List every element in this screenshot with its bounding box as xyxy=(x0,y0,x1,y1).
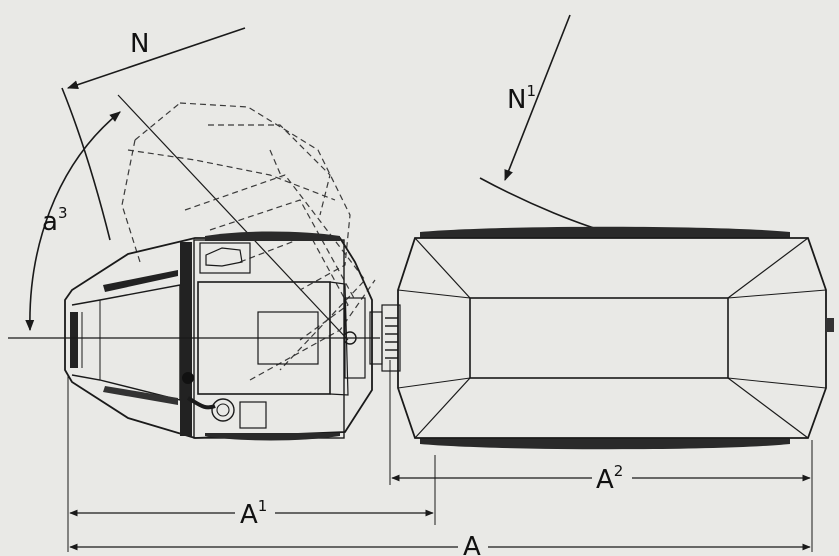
label-a2: A2 xyxy=(596,462,623,495)
label-a1: A1 xyxy=(240,497,267,530)
articulated-front-dashed xyxy=(121,102,376,381)
steering-angle-arc xyxy=(25,94,349,341)
dimension-extension-lines xyxy=(67,360,813,552)
label-a: A xyxy=(463,532,481,556)
front-unit xyxy=(64,231,373,441)
label-n: N xyxy=(130,29,149,59)
label-n1: N1 xyxy=(507,82,536,115)
turning-radius-n xyxy=(61,27,246,241)
label-a3: a3 xyxy=(42,204,67,237)
rear-dump-box xyxy=(397,226,834,450)
turning-radius-n1 xyxy=(479,14,621,237)
